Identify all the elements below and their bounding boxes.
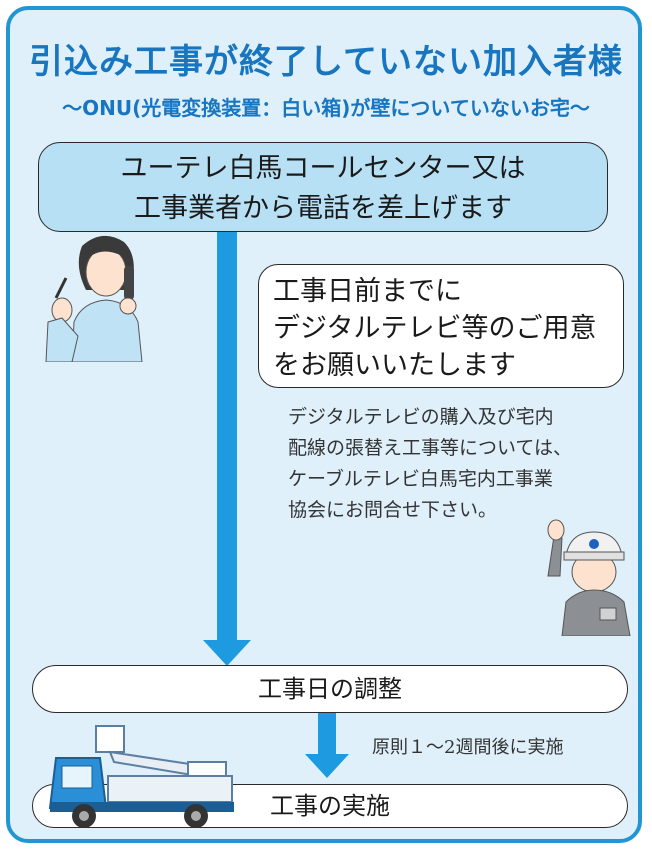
inquiry-note-line-1: デジタルテレビの購入及び宅内 bbox=[288, 406, 554, 428]
second-flow-arrowhead bbox=[305, 754, 349, 778]
call-step-box: ユーテレ白馬コールセンター又は 工事業者から電話を差上げます bbox=[38, 142, 608, 232]
call-step-line-1: ユーテレ白馬コールセンター又は bbox=[120, 153, 526, 184]
page-subtitle: ～ONU(光電変換装置：白い箱)が壁についていないお宅～ bbox=[62, 96, 590, 120]
worker-illustration bbox=[547, 519, 631, 636]
period-label: 原則１～2週間後に実施 bbox=[372, 737, 564, 758]
adjust-step-pill: 工事日の調整 bbox=[32, 665, 628, 713]
call-step-line-2: 工事業者から電話を差上げます bbox=[134, 193, 512, 224]
second-flow-line bbox=[318, 711, 336, 759]
inquiry-note-line-3: ケーブルテレビ白馬宅内工事業 bbox=[288, 468, 553, 490]
main-flow-line bbox=[217, 232, 237, 652]
prepare-step-line-2: デジタルテレビ等のご用意 bbox=[273, 313, 597, 344]
main-flow-arrowhead bbox=[203, 640, 251, 666]
prepare-step-line-3: をお願いいたします bbox=[273, 350, 516, 381]
call-operator-illustration bbox=[45, 235, 143, 362]
inquiry-note: デジタルテレビの購入及び宅内 配線の張替え工事等については、 ケーブルテレビ白馬… bbox=[288, 402, 588, 526]
prepare-step-line-1: 工事日前までに bbox=[273, 276, 462, 307]
bucket-truck-illustration bbox=[48, 725, 234, 828]
page-title: 引込み工事が終了していない加入者様 bbox=[29, 42, 623, 82]
inquiry-note-line-4: 協会にお問合せ下さい。 bbox=[288, 499, 498, 521]
inquiry-note-line-2: 配線の張替え工事等については、 bbox=[288, 437, 573, 459]
prepare-step-box: 工事日前までに デジタルテレビ等のご用意 をお願いいたします bbox=[258, 264, 624, 388]
